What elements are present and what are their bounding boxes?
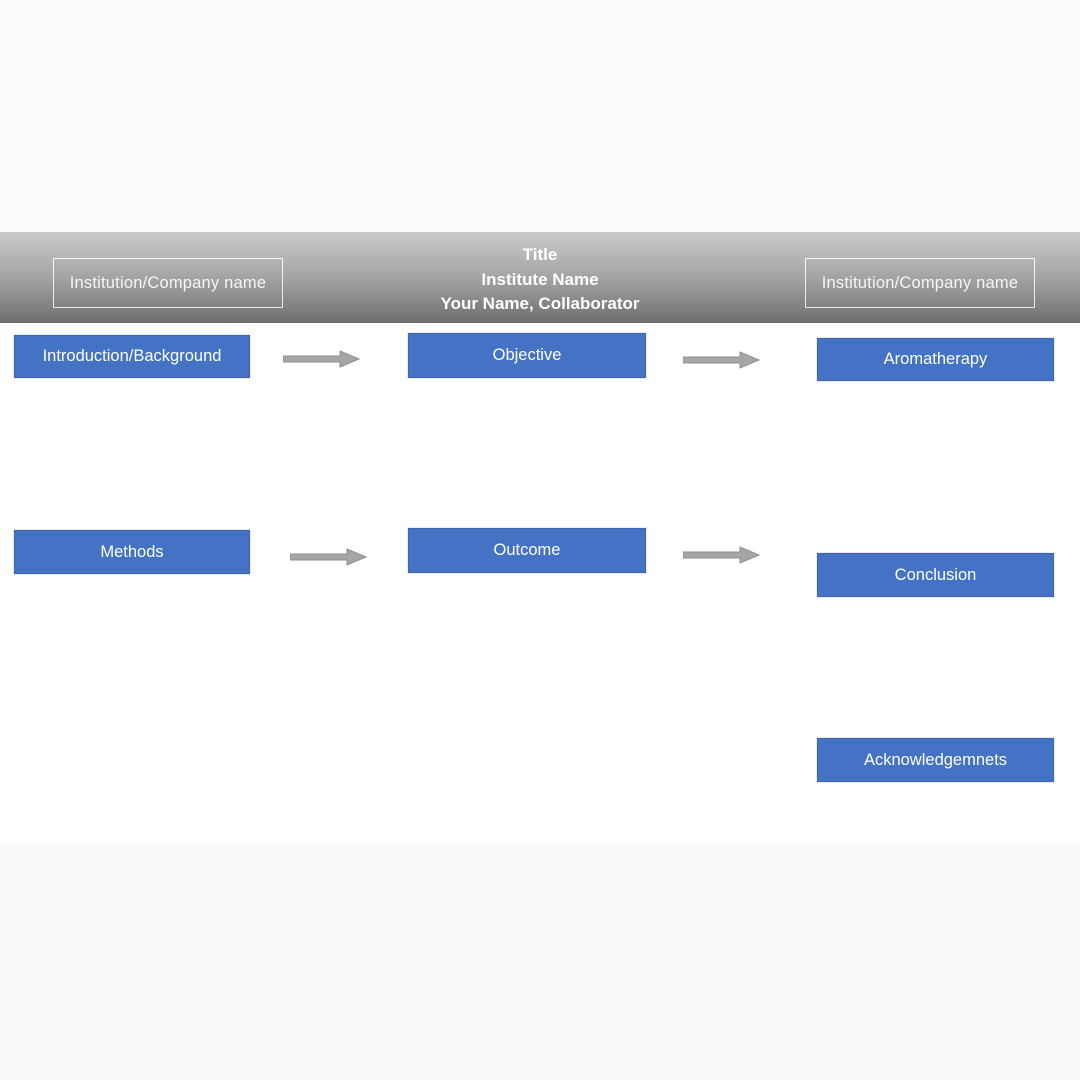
title-block[interactable]: Title Institute Name Your Name, Collabor… (0, 243, 1080, 317)
methods-label: Methods (100, 542, 164, 561)
right-arrow-icon[interactable] (683, 351, 760, 369)
acknowledgements-box[interactable]: Acknowledgemnets (817, 738, 1054, 782)
acknowledgements-label: Acknowledgemnets (863, 750, 1008, 769)
bottom-margin-strip (0, 843, 1080, 1080)
aromatherapy-box[interactable]: Aromatherapy (817, 338, 1054, 381)
outcome-label: Outcome (493, 541, 561, 559)
top-margin-strip (0, 0, 1080, 232)
outcome-box[interactable]: Outcome (408, 528, 646, 573)
aromatherapy-label: Aromatherapy (883, 350, 988, 368)
methods-box[interactable]: Methods (14, 530, 250, 574)
objective-label: Objective (492, 346, 562, 364)
institution-right-label: Institution/Company name (821, 273, 1019, 292)
objective-box[interactable]: Objective (408, 333, 646, 378)
institution-left-label: Institution/Company name (69, 273, 267, 292)
right-arrow-icon[interactable] (283, 350, 360, 368)
institute-name: Institute Name (481, 269, 599, 289)
institution-right-placeholder[interactable]: Institution/Company name (805, 258, 1035, 308)
conclusion-box[interactable]: Conclusion (817, 553, 1054, 597)
introduction-background-box[interactable]: Introduction/Background (14, 335, 250, 378)
author-names: Your Name, Collaborator (440, 294, 640, 313)
right-arrow-icon[interactable] (290, 548, 367, 566)
slide-title: Title (522, 245, 558, 264)
right-arrow-icon[interactable] (683, 546, 760, 564)
institution-left-placeholder[interactable]: Institution/Company name (53, 258, 283, 308)
conclusion-label: Conclusion (894, 565, 977, 584)
introduction-background-label: Introduction/Background (42, 347, 222, 365)
